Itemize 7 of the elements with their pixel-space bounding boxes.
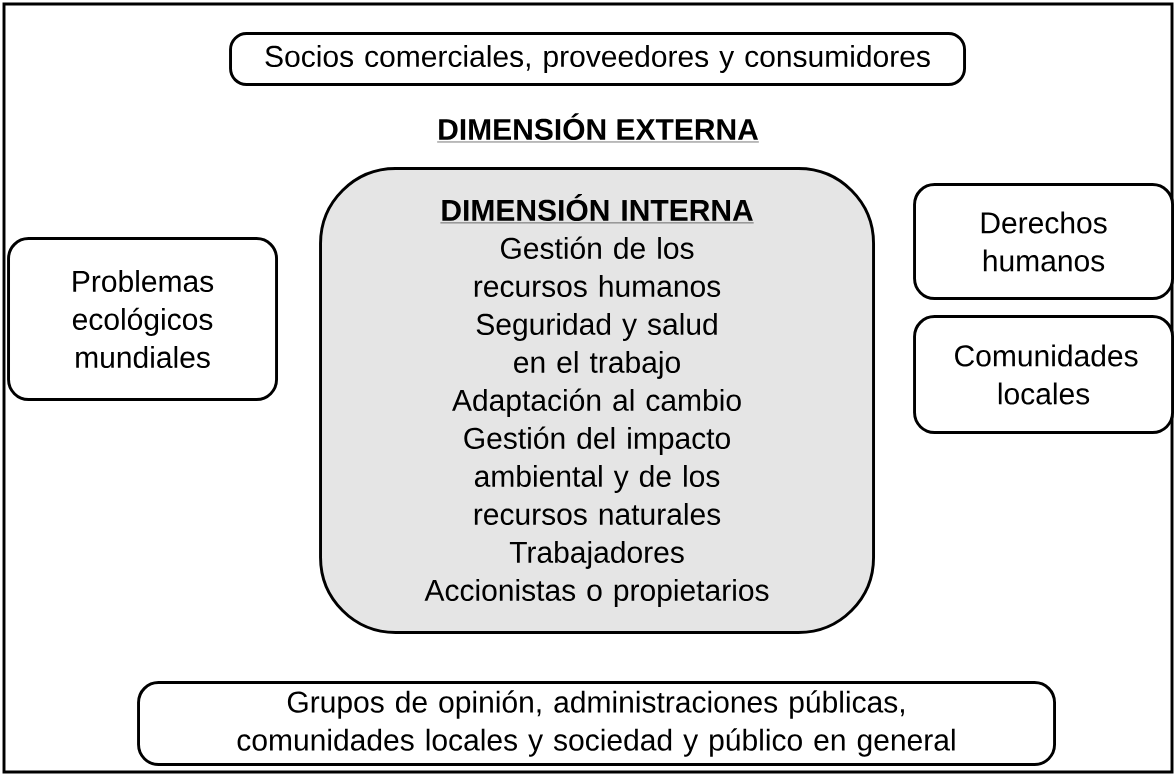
- central-rounded-box: DIMENSIÓN INTERNA Gestión de los recursos humanos Seguridad y salud en el trabajo Adaptación al cambio Gestión del impacto ambiental y de los recursos naturales Trabajadores Accionistas o propietarios: [319, 167, 875, 634]
- heading: DIMENSIÓN EXTERNA: [436, 113, 760, 143]
- rounded-box: Grupos de opinión, administraciones públicas, comunidades locales y sociedad y público en general: [137, 681, 1056, 766]
- rounded-box: Socios comerciales, proveedores y consumidores: [229, 32, 966, 86]
- rounded-box: Comunidades locales: [913, 315, 1174, 434]
- rounded-box: Problemas ecológicos mundiales: [7, 237, 278, 401]
- rounded-box: Derechos humanos: [913, 183, 1174, 300]
